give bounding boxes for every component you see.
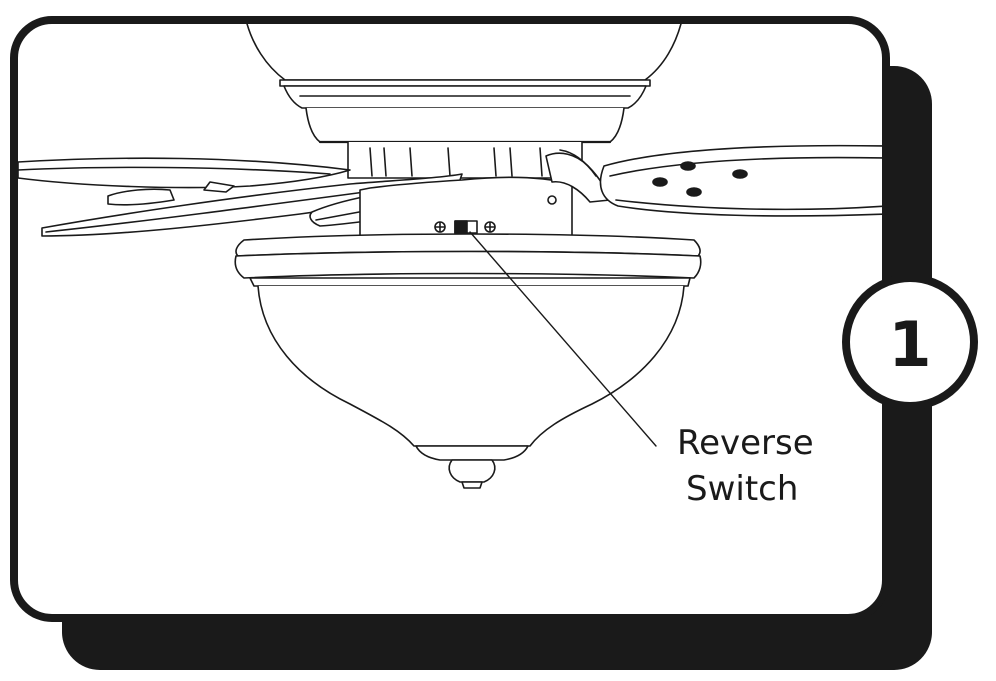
callout-leader-line: [469, 231, 657, 447]
step-number: 1: [888, 308, 931, 381]
right-fan-blade: [545, 144, 882, 217]
step-number-badge: 1: [842, 274, 978, 410]
light-kit-bowl: [234, 233, 702, 489]
callout-label-line1: Reverse: [677, 423, 814, 463]
reverse-switch: [454, 220, 478, 234]
hub-collar: [347, 141, 583, 179]
motor-housing: [245, 24, 683, 144]
callout-label-line2: Switch: [686, 469, 798, 509]
